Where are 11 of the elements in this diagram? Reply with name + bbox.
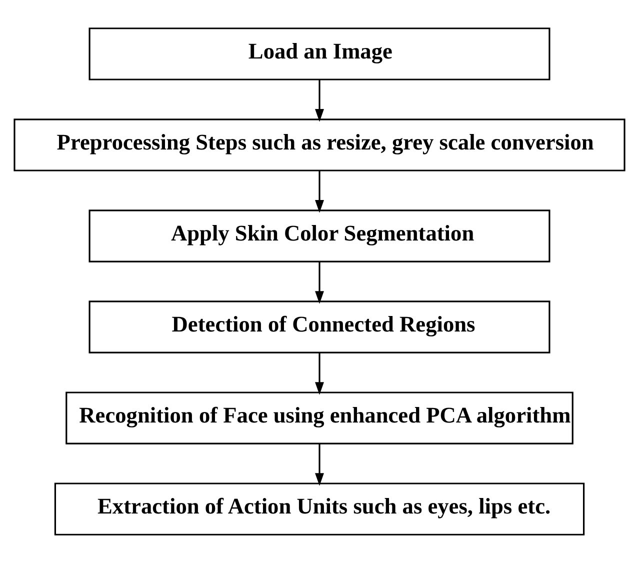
arrow — [315, 352, 324, 395]
arrow — [315, 80, 324, 122]
node-box: Detection of Connected Regions — [88, 300, 550, 354]
arrow — [315, 444, 324, 486]
node-box: Extraction of Action Units such as eyes, lips etc. — [54, 482, 585, 536]
arrow — [315, 262, 324, 304]
node-box: Recognition of Face using enhanced PCA algorithm — [66, 392, 574, 444]
node-box: Preprocessing Steps such as resize, grey scale conversion — [14, 118, 626, 172]
arrow — [315, 170, 324, 213]
node-box: Load an Image — [88, 28, 550, 80]
node-box: Apply Skin Color Segmentation — [88, 210, 550, 262]
